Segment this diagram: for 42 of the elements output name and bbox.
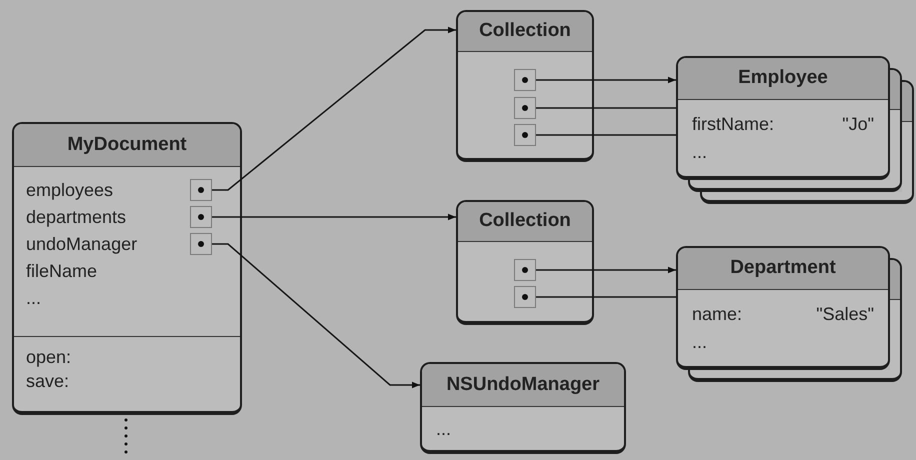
stacked-object-cards xyxy=(676,246,902,382)
connector-line xyxy=(536,134,676,136)
method-name: save: xyxy=(26,370,70,393)
field-name: ... xyxy=(692,141,708,164)
property-name: fileName xyxy=(26,260,98,283)
class-title: Department xyxy=(730,256,836,280)
property-name: ... xyxy=(26,287,42,310)
pointer-slot xyxy=(514,124,536,146)
class-title: NSUndoManager xyxy=(446,372,600,397)
field-name: ... xyxy=(436,418,452,441)
property-name: employees xyxy=(26,179,114,202)
pointer-slot xyxy=(514,286,536,308)
pointer-slot xyxy=(190,179,212,201)
object-card xyxy=(456,200,594,325)
arrow xyxy=(212,26,456,191)
stacked-object-cards xyxy=(676,56,914,204)
field-name: ... xyxy=(692,331,708,354)
field-name: firstName: xyxy=(692,113,774,136)
object-card xyxy=(12,122,242,415)
object-card xyxy=(420,362,626,454)
class-title: Collection xyxy=(479,209,571,234)
connector-line xyxy=(536,107,676,109)
field-value: "Sales" xyxy=(816,303,874,326)
pointer-slot xyxy=(514,69,536,91)
pointer-slot xyxy=(190,206,212,228)
pointer-slot xyxy=(514,259,536,281)
arrow xyxy=(536,76,676,84)
arrow xyxy=(536,266,676,274)
class-title: MyDocument xyxy=(67,132,187,157)
property-name: undoManager xyxy=(26,233,138,256)
property-name: departments xyxy=(26,206,126,229)
connector-line xyxy=(536,296,676,298)
field-name: name: xyxy=(692,303,742,326)
pointer-slot xyxy=(190,233,212,255)
class-title: Employee xyxy=(738,66,828,90)
method-name: open: xyxy=(26,346,72,369)
arrow xyxy=(212,243,420,388)
class-title: Collection xyxy=(479,19,571,44)
object-card xyxy=(456,10,594,162)
pointer-slot xyxy=(514,97,536,119)
arrow xyxy=(212,214,456,220)
field-value: "Jo" xyxy=(842,113,874,136)
